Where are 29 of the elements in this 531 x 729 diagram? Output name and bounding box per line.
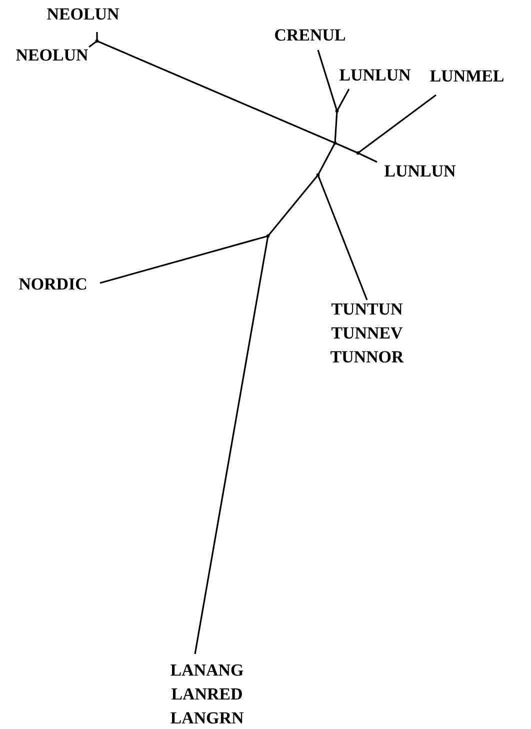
branch-line: [96, 32, 98, 41]
branch-point: [356, 151, 360, 155]
branch-line: [267, 174, 319, 237]
branch-line: [358, 152, 378, 163]
branch-point: [266, 234, 270, 238]
branch-point: [95, 39, 99, 43]
taxon-label: NEOLUN: [16, 49, 88, 61]
taxon-label: CRENUL: [275, 29, 346, 41]
taxon-label-group: TUNTUN TUNNEV TUNNOR: [330, 303, 404, 363]
taxon-label: LUNLUN: [384, 165, 456, 177]
branch-line: [100, 235, 268, 284]
branch-line: [334, 142, 358, 154]
branch-line: [194, 236, 269, 654]
branch-line: [88, 40, 98, 48]
branch-line: [96, 40, 336, 144]
taxon-label: NORDIC: [18, 278, 86, 290]
branch-line: [358, 94, 436, 154]
taxon-label: LUNMEL: [430, 70, 504, 82]
branch-line: [317, 142, 336, 176]
branch-point: [316, 173, 320, 177]
taxon-label: LUNLUN: [340, 69, 411, 81]
branch-line: [334, 110, 338, 144]
branch-line: [317, 50, 338, 112]
branch-point: [335, 109, 339, 113]
branch-point: [333, 141, 337, 145]
taxon-label: NEOLUN: [47, 8, 119, 20]
branch-line: [336, 88, 350, 112]
branch-line: [317, 174, 368, 300]
taxon-label-group: LANANG LANRED LANGRN: [170, 664, 244, 724]
